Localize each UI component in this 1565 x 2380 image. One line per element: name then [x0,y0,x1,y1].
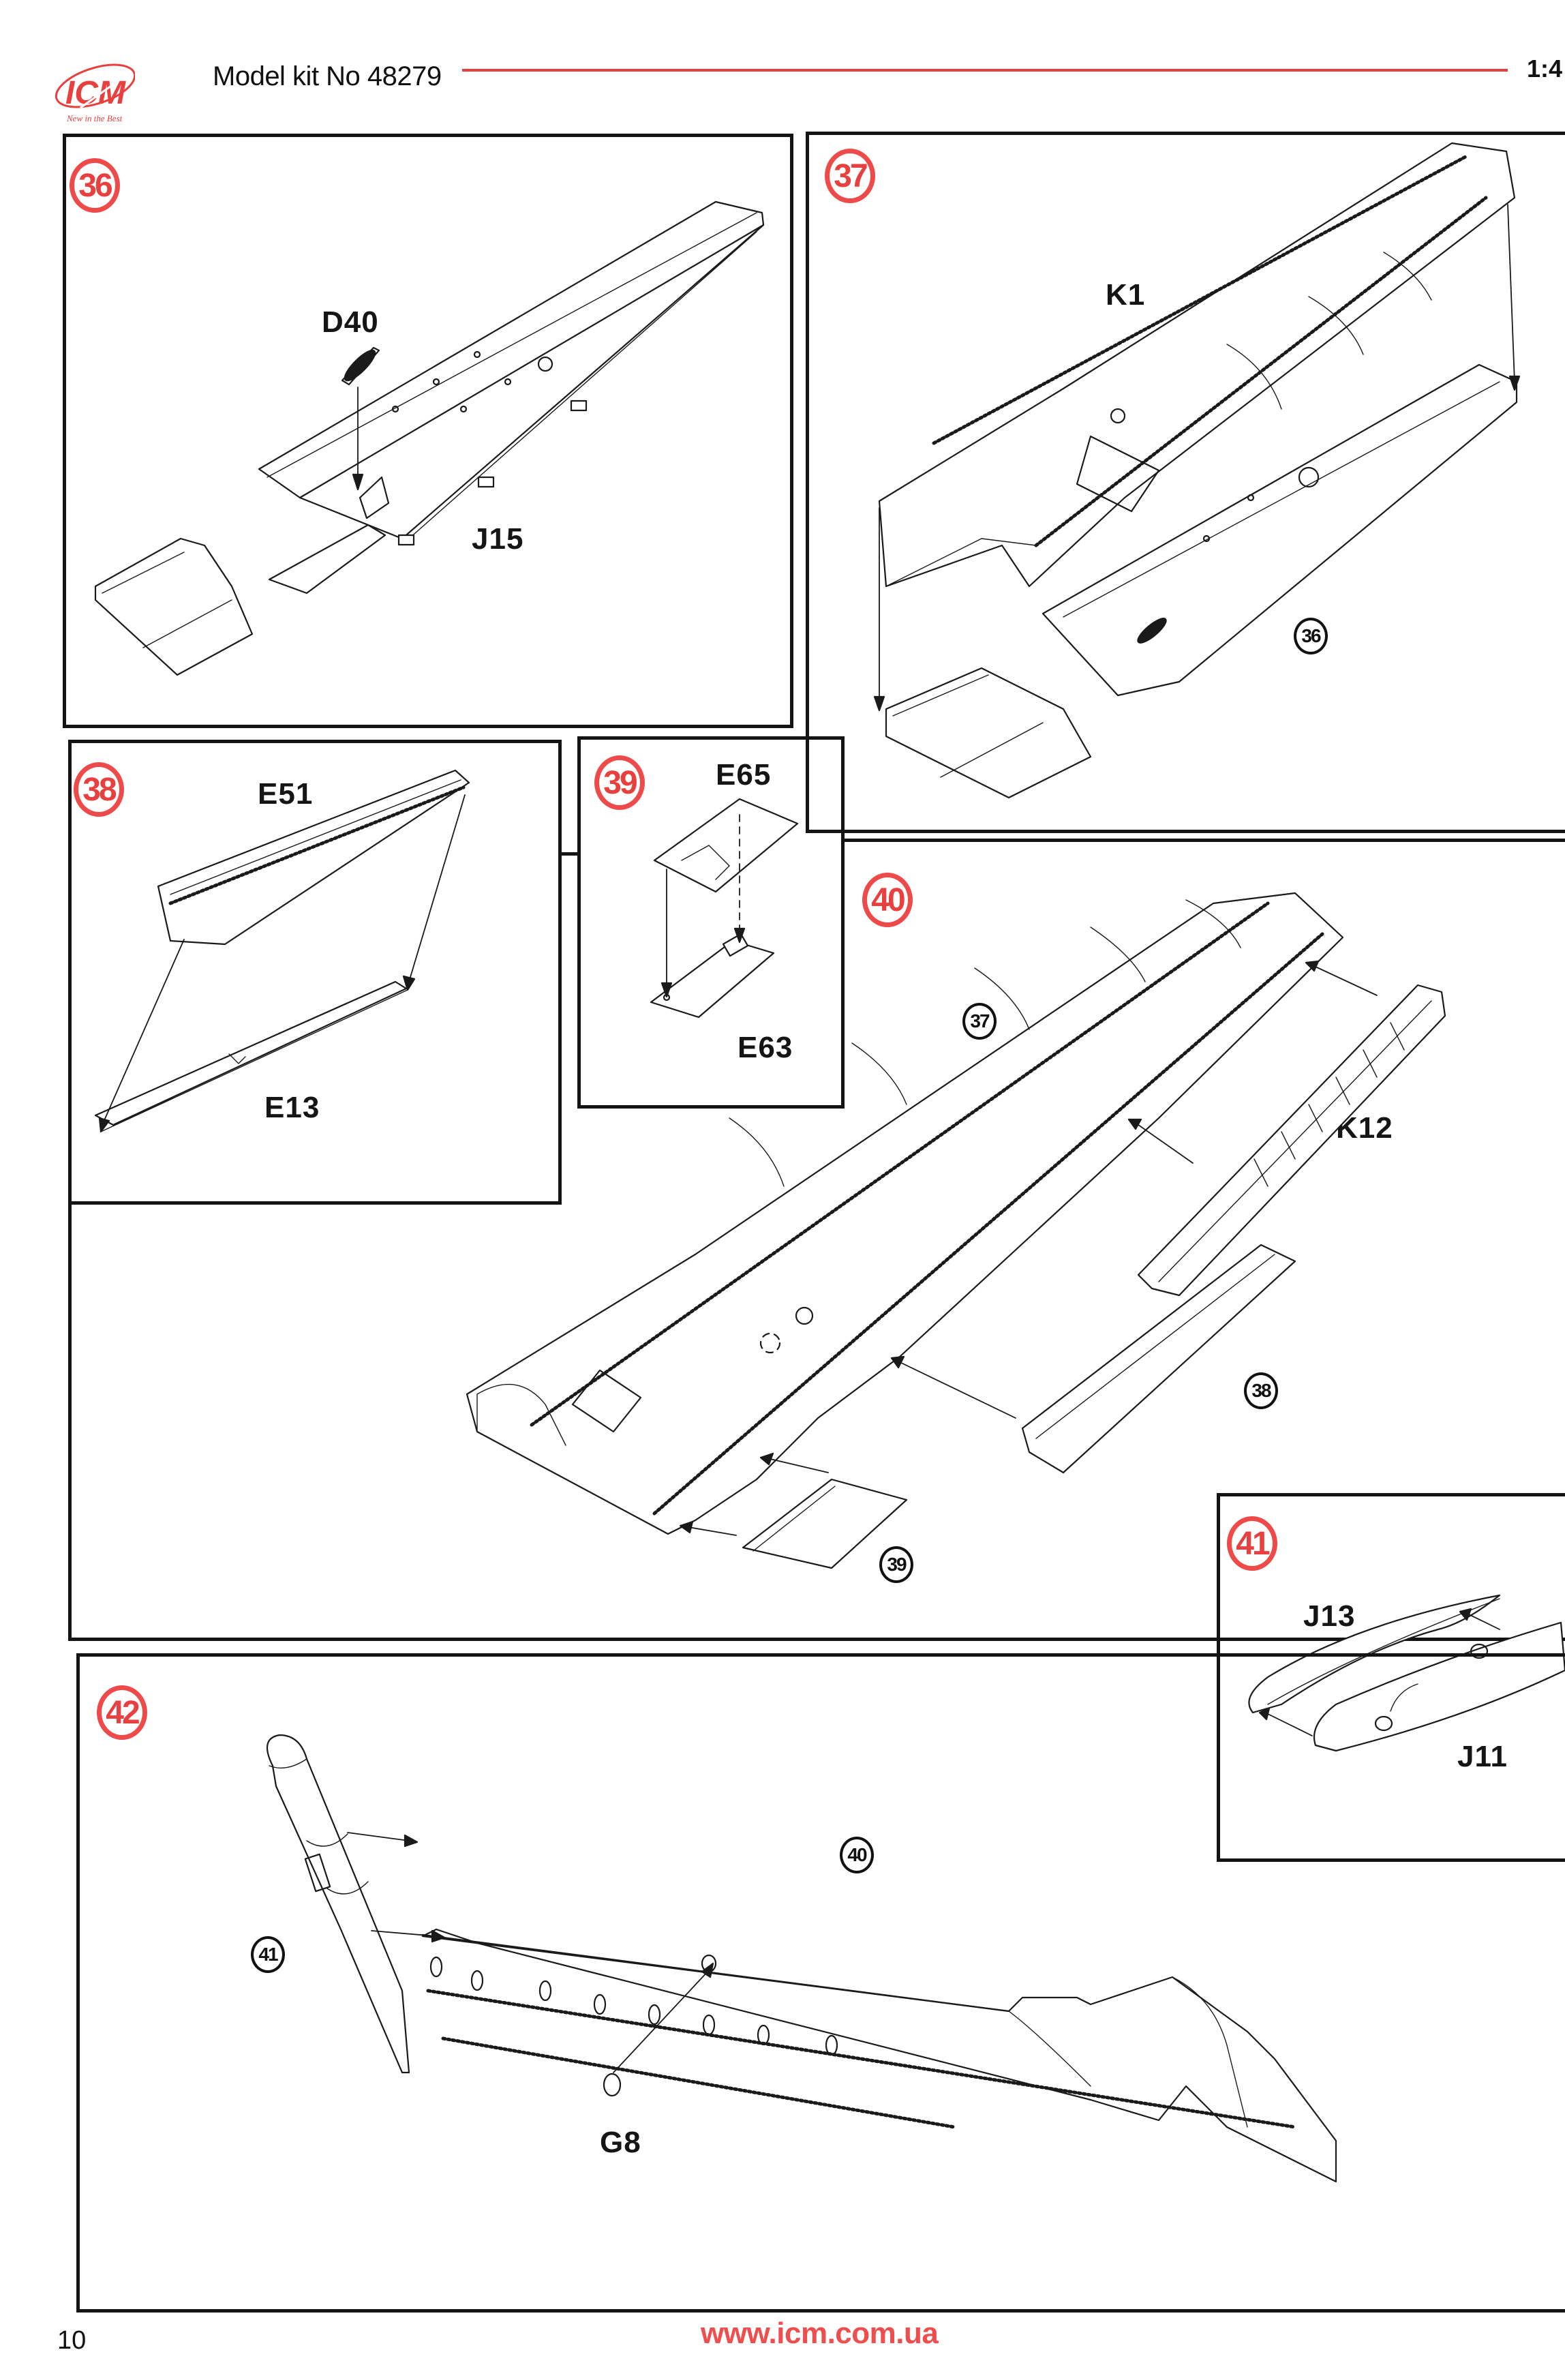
step-38-parts-drawing [94,769,470,1133]
step-42-ref-41: 41 [251,1936,285,1973]
part-label-j13: J13 [1303,1599,1356,1633]
step-39-panel [577,736,845,1109]
step-40-ref-39: 39 [879,1546,913,1583]
part-label-e65: E65 [716,758,772,792]
part-label-j15: J15 [472,522,524,556]
step-40-top-rule [843,839,1565,842]
header-rule [462,69,1508,72]
step-36-panel [63,134,793,728]
step-40-badge: 40 [862,873,913,927]
step-39-badge: 39 [594,755,645,810]
scale-label: 1:4 [1527,55,1563,82]
part-label-e13: E13 [264,1091,320,1124]
step-40-ref-37: 37 [962,1003,997,1040]
step-40-panel [68,840,1565,1641]
step-36-wing-drawing [94,200,765,676]
page-number: 10 [57,2326,87,2355]
step-40-wing-drawing [466,892,1446,1569]
step-41-badge: 41 [1227,1516,1277,1571]
kit-title: Model kit No 48279 [213,61,442,91]
step-38-badge: 38 [74,762,124,817]
step-39-parts-drawing [650,798,799,1019]
step-42-wing-drawing [266,1734,1337,2183]
step-42-badge: 42 [97,1685,147,1740]
icm-logo: ICM New in the Best [53,55,136,131]
svg-text:ICM: ICM [65,75,126,111]
part-label-e63: E63 [738,1031,793,1064]
part-label-g8: G8 [600,2126,641,2159]
step-37-badge: 37 [825,149,875,203]
step-40-ref-38: 38 [1244,1372,1278,1409]
step-42-panel [76,1653,1565,2313]
step-37-ref-36: 36 [1294,618,1328,654]
part-label-k1: K1 [1106,278,1146,312]
part-label-j11: J11 [1457,1740,1508,1773]
step-37-wing-drawing [873,142,1521,799]
step-42-ref-40: 40 [840,1837,874,1873]
step-37-panel [806,132,1565,833]
part-label-d40: D40 [322,305,379,339]
part-label-e51: E51 [258,777,314,811]
step-39-40-separator [560,852,579,856]
website-link[interactable]: www.icm.com.ua [701,2317,939,2350]
step-36-badge: 36 [70,158,120,213]
step-41-panel [1217,1493,1565,1862]
logo-tagline: New in the Best [67,113,123,123]
